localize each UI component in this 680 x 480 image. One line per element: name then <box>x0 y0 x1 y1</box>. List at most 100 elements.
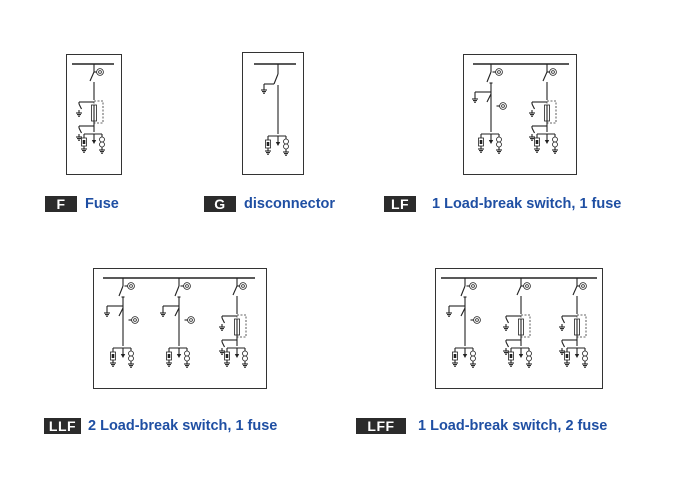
earthing-switch-symbol <box>503 339 512 355</box>
description-lff: 1 Load-break switch, 2 fuse <box>418 418 608 434</box>
diagram-lf-panel <box>463 54 577 176</box>
capacitive-divider-symbol <box>552 141 558 148</box>
load-break-switch-feeder <box>160 278 195 368</box>
cable-connection-symbol <box>224 347 248 368</box>
cable-connection-symbol <box>166 347 190 368</box>
earth-symbol <box>219 324 225 331</box>
diagram-g-panel <box>242 52 304 176</box>
earthing-switch-symbol <box>219 339 228 355</box>
cable-connection-symbol <box>110 347 134 368</box>
diagram-lff-panel <box>435 268 603 390</box>
code-badge-lf: LF <box>384 196 416 212</box>
earthing-switch-symbol <box>559 339 568 355</box>
switch-blade-symbol <box>232 285 238 296</box>
code-badge-lff: LFF <box>356 418 406 434</box>
capacitive-divider-symbol <box>128 350 134 357</box>
voltage-indicator-symbol <box>576 282 587 290</box>
code-badge-llf: LLF <box>44 418 81 434</box>
code-badge-g: G <box>204 196 236 212</box>
earth-symbol <box>559 348 565 355</box>
switch-blade-symbol <box>460 285 466 297</box>
disconnector-feeder <box>261 64 289 156</box>
earthing-switch-symbol <box>104 305 123 317</box>
description-lf: 1 Load-break switch, 1 fuse <box>432 196 622 212</box>
earth-symbol <box>265 148 271 155</box>
earth-symbol <box>564 360 570 367</box>
earth-symbol <box>472 96 478 103</box>
voltage-indicator-symbol <box>466 282 477 290</box>
capacitive-divider-symbol <box>526 355 532 362</box>
description-f: Fuse <box>85 196 119 212</box>
cable-outlet-arrow <box>462 354 468 358</box>
code-badge-f: F <box>45 196 77 212</box>
switch-blade-symbol <box>516 285 522 296</box>
cable-outlet-arrow <box>544 140 550 144</box>
earth-symbol <box>99 147 105 154</box>
earth-symbol <box>128 361 134 368</box>
description-llf: 2 Load-break switch, 1 fuse <box>88 418 278 434</box>
capacitive-divider-symbol <box>526 350 532 357</box>
capacitive-divider-symbol <box>283 143 289 150</box>
earth-symbol <box>496 147 502 154</box>
earth-symbol <box>559 324 565 331</box>
earthing-switch-symbol <box>446 305 465 317</box>
diagram-g-schematic <box>242 52 304 175</box>
capacitive-divider-symbol <box>99 136 105 143</box>
switch-blade-symbol <box>460 307 466 317</box>
capacitive-divider-symbol <box>283 138 289 145</box>
earth-symbol <box>224 360 230 367</box>
cable-outlet-arrow <box>574 354 580 358</box>
earthing-switch-symbol <box>559 315 568 331</box>
capacitive-divider-symbol <box>99 141 105 148</box>
load-break-switch-feeder <box>104 278 139 368</box>
voltage-indicator-symbol <box>546 68 557 76</box>
earth-symbol <box>452 360 458 367</box>
cable-connection-symbol <box>452 347 476 368</box>
capacitive-divider-symbol <box>242 355 248 362</box>
cable-connection-symbol <box>478 133 502 154</box>
capacitive-divider-symbol <box>496 136 502 143</box>
earthing-switch-symbol <box>160 305 179 317</box>
voltage-indicator-symbol <box>520 282 531 290</box>
capacitive-divider-symbol <box>552 136 558 143</box>
earth-symbol <box>534 146 540 153</box>
capacitive-divider-symbol <box>496 141 502 148</box>
description-g: disconnector <box>244 196 336 212</box>
switch-blade-symbol <box>486 71 492 83</box>
cable-outlet-arrow <box>234 354 240 358</box>
voltage-indicator-symbol <box>470 316 481 324</box>
capacitive-divider-symbol <box>184 355 190 362</box>
diagram-f-schematic <box>66 54 122 175</box>
capacitive-divider-symbol <box>470 350 476 357</box>
voltage-indicator-symbol <box>492 68 503 76</box>
cable-connection-symbol <box>265 135 289 156</box>
cable-connection-symbol <box>534 133 558 154</box>
earth-symbol <box>552 147 558 154</box>
capacitive-divider-symbol <box>184 350 190 357</box>
switch-blade-symbol <box>486 93 492 103</box>
fuse-feeder <box>76 64 105 154</box>
earth-symbol <box>470 361 476 368</box>
caption-llf: LLF 2 Load-break switch, 1 fuse <box>44 418 277 434</box>
switch-blade-symbol <box>542 71 548 82</box>
earth-symbol <box>219 348 225 355</box>
cable-outlet-arrow <box>91 140 97 144</box>
voltage-indicator-symbol <box>236 282 247 290</box>
earth-symbol <box>261 87 267 94</box>
switch-blade-symbol <box>89 71 95 82</box>
earth-symbol <box>104 310 110 317</box>
caption-lf: LF 1 Load-break switch, 1 fuse <box>384 196 621 212</box>
voltage-indicator-symbol <box>184 316 195 324</box>
earthing-switch-symbol <box>529 125 538 141</box>
earth-symbol <box>81 146 87 153</box>
switch-blade-symbol <box>174 285 180 297</box>
voltage-indicator-symbol <box>128 316 139 324</box>
earth-symbol <box>76 110 82 117</box>
cable-connection-symbol <box>508 347 532 368</box>
switch-blade-symbol <box>174 307 180 317</box>
earth-symbol <box>446 310 452 317</box>
diagram-f-panel <box>66 54 122 176</box>
earth-symbol <box>184 361 190 368</box>
capacitive-divider-symbol <box>242 350 248 357</box>
earth-symbol <box>283 149 289 156</box>
